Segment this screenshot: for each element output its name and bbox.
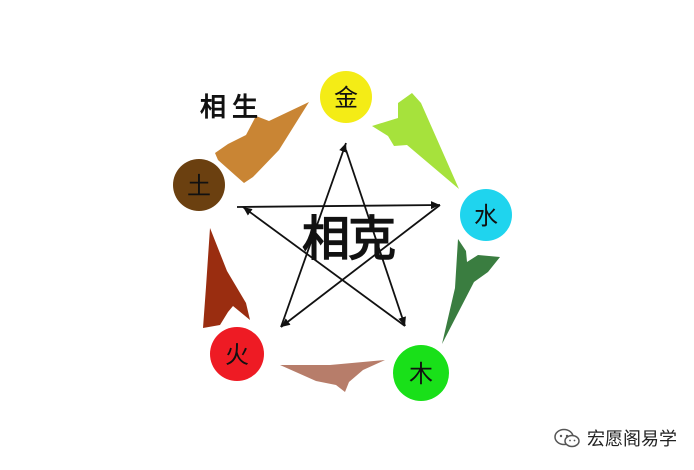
ke-line-water-to-fire [280,204,441,328]
node-metal-label: 金 [334,84,358,112]
node-metal-circle [320,71,372,123]
sheng-arrow-earth-to-metal [215,102,309,183]
sheng-arrow-wood-to-fire [280,360,385,392]
ke-line-earth-to-water [236,201,441,210]
sheng-arrow-water-to-wood [442,239,500,344]
node-water-label: 水 [474,202,498,230]
node-wood-circle [393,345,449,401]
node-fire-circle [210,327,264,381]
node-water: 水 [460,189,512,241]
node-fire-label: 火 [225,341,249,369]
node-metal: 金 [320,71,372,123]
node-earth-label: 土 [187,172,211,200]
node-water-circle [460,189,512,241]
sheng-arrow-fire-to-earth [203,228,250,328]
ke-line-metal-to-wood [345,149,406,327]
sheng-arrow-metal-to-water [372,93,459,189]
ke-label: 相克 [302,211,395,267]
ke-star [236,142,441,328]
node-fire: 火 [210,327,264,381]
ke-line-fire-to-metal [280,142,347,328]
node-earth-circle [173,159,225,211]
sheng-label: 相生 [200,93,264,123]
node-wood-label: 木 [409,360,433,388]
node-earth: 土 [173,159,225,211]
ke-line-wood-to-earth [242,206,406,327]
watermark-text: 宏愿阁易学 [587,429,677,450]
node-wood: 木 [393,345,449,401]
wechat-icon [554,428,580,448]
